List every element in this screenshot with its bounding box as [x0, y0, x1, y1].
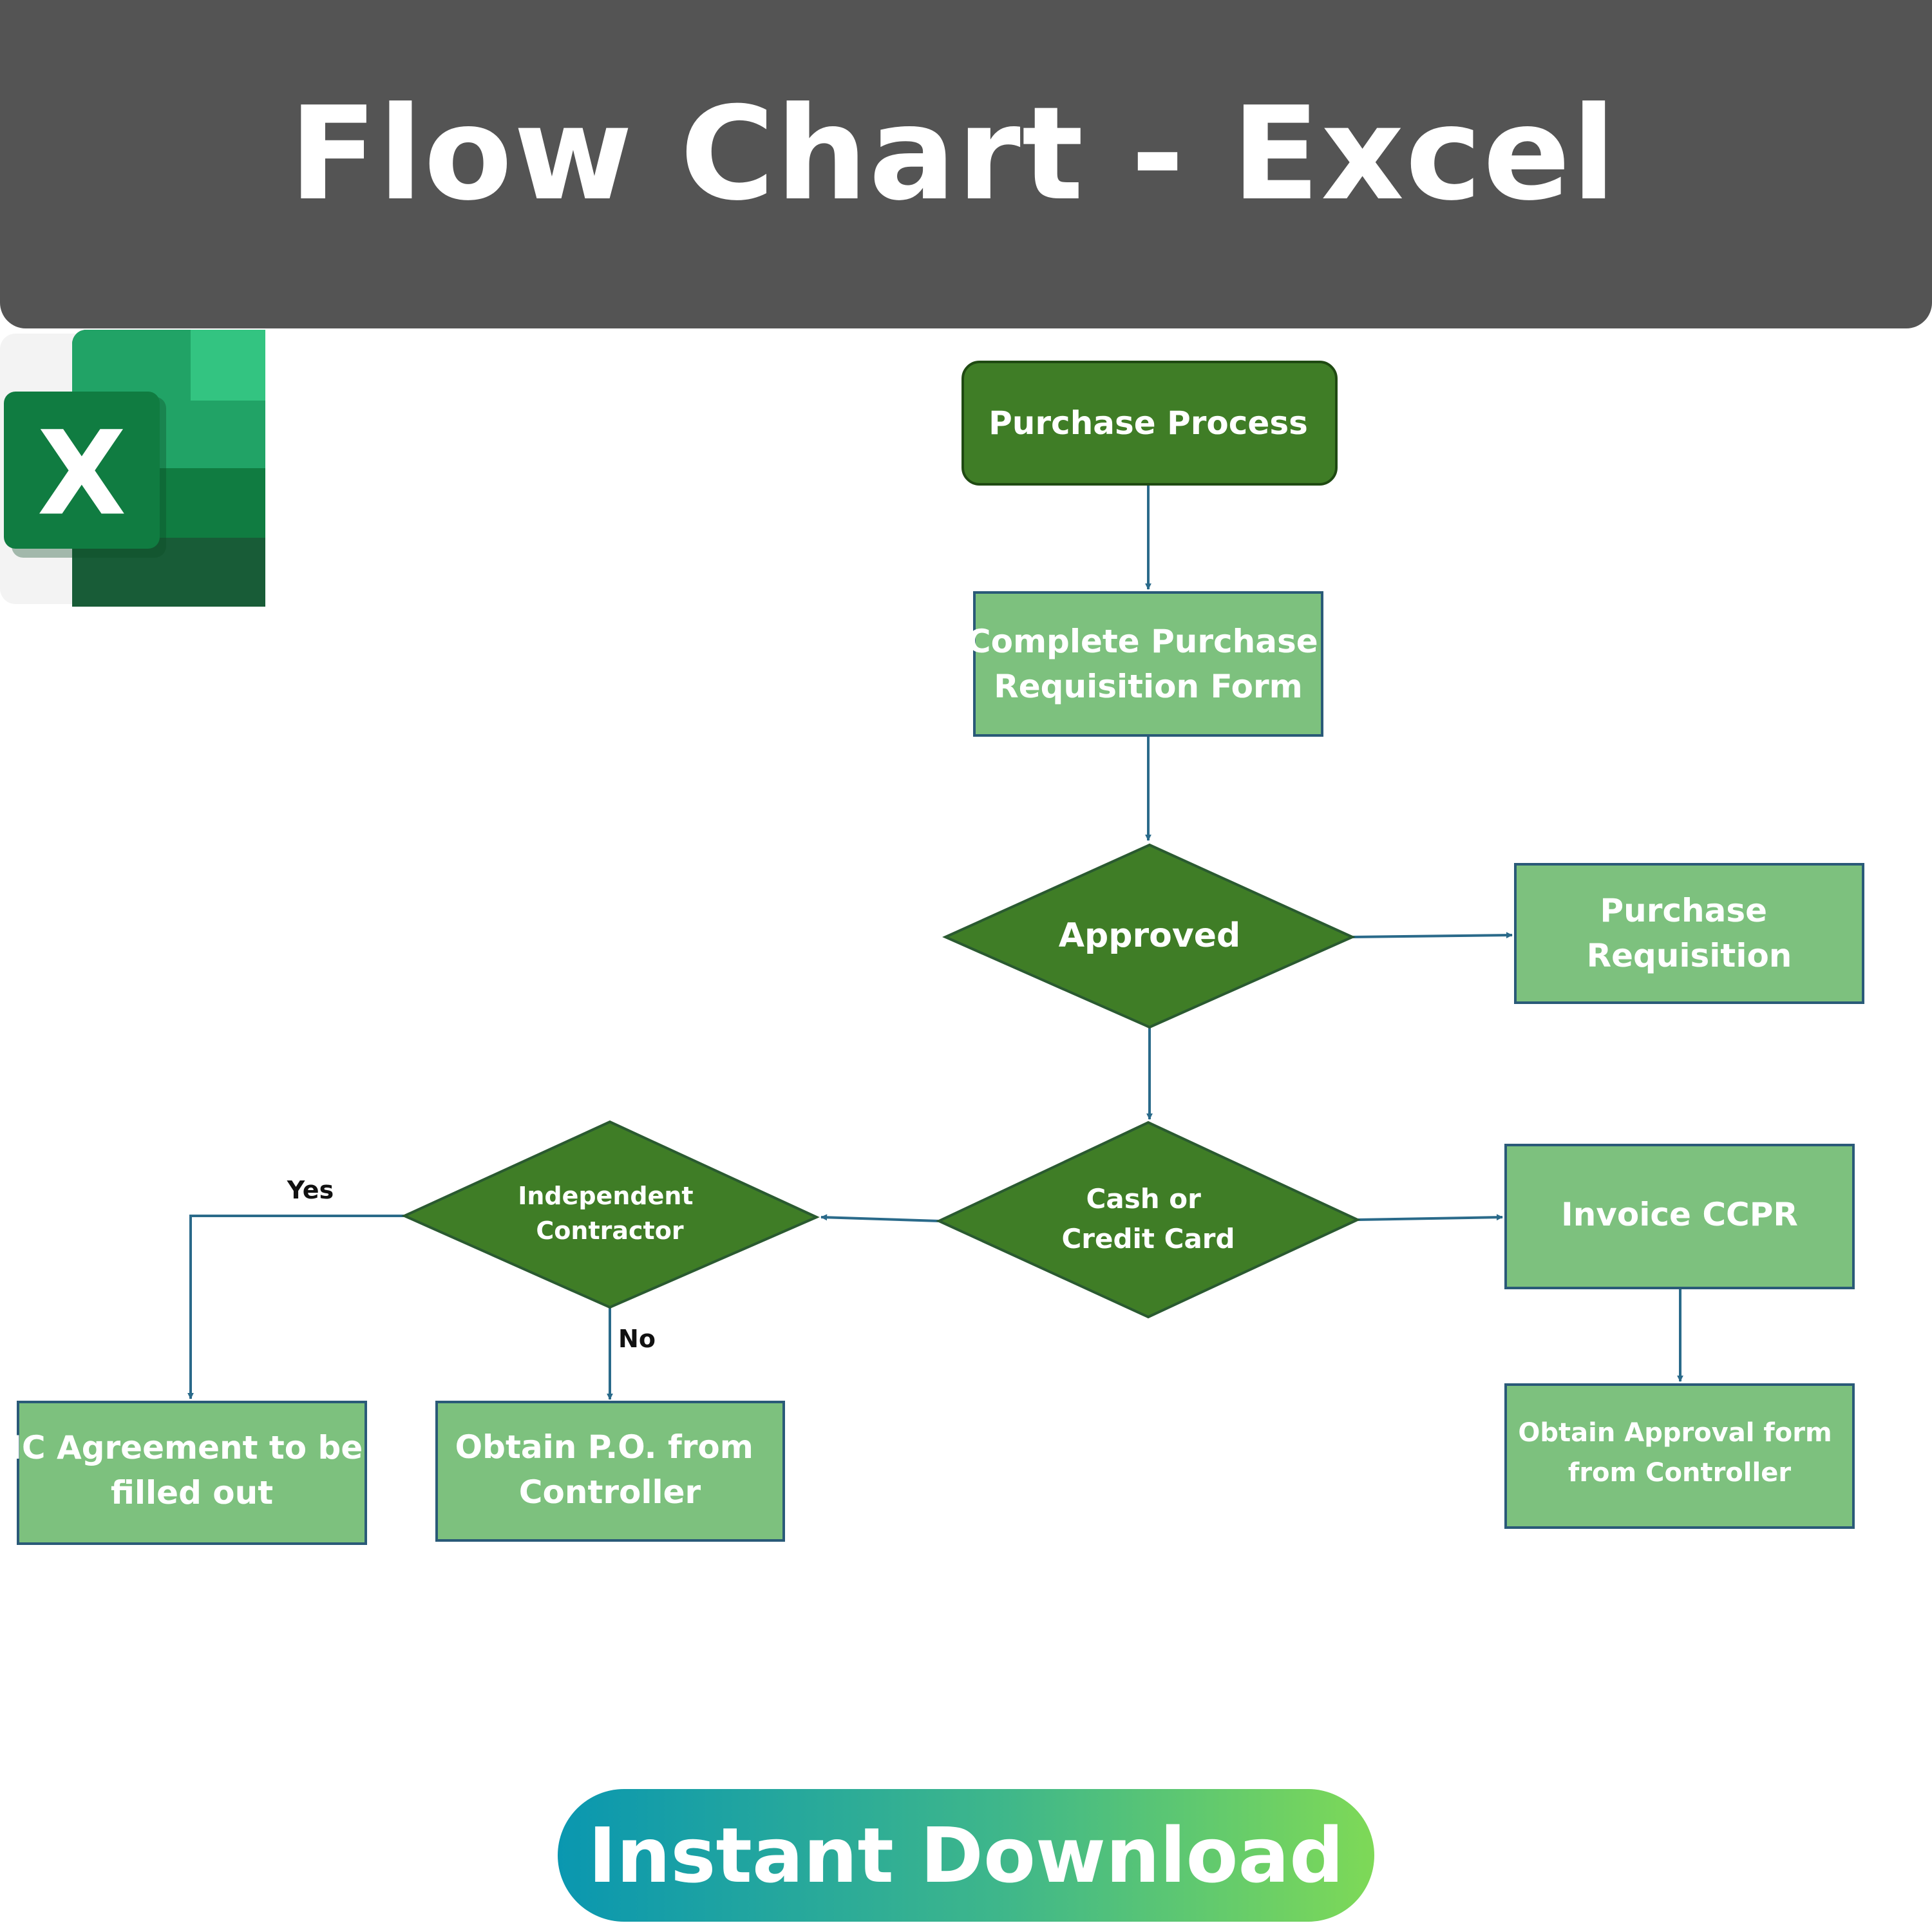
node-approved-decision: Approved [942, 843, 1356, 1029]
edge-cash-to-invoice [1357, 1214, 1503, 1221]
node-label-line: Cash or [1086, 1183, 1202, 1215]
node-label-line: Purchase Process [989, 404, 1308, 442]
svg-text:IC Agreement to be fille: IC Agreement to be filled out [10, 1429, 374, 1511]
svg-text:Obtain P.O. from Control: Obtain P.O. from Controller [455, 1428, 765, 1511]
node-label-line: Obtain Approval form [1518, 1418, 1832, 1448]
svg-text:Complete Purchase Requis: Complete Purchase Requisition Form [967, 623, 1329, 705]
header-banner: Flow Chart - Excel [0, 0, 1932, 328]
node-label-line: Requisition [1587, 937, 1792, 974]
edge-label-no: No [618, 1325, 656, 1353]
edge-label-yes: Yes [287, 1176, 334, 1204]
node-ic-agreement: IC Agreement to be filled out [10, 1401, 374, 1545]
svg-text:Purchase Process: Purchase Process [989, 404, 1308, 442]
node-obtain-approval-form: Obtain Approval form from Controller [1504, 1383, 1855, 1529]
node-obtain-po: Obtain P.O. from Controller [435, 1401, 785, 1542]
node-label-line: Requisition Form [994, 668, 1302, 705]
edge-cash-to-contractor [820, 1214, 940, 1222]
node-label-line: Credit Card [1061, 1223, 1235, 1255]
node-invoice-ccpr: Invoice CCPR [1504, 1144, 1855, 1289]
node-label-line: Contractor [536, 1217, 683, 1245]
svg-text:Cash or Credit Card: Cash or Credit Card [1061, 1183, 1235, 1255]
node-label-line: Obtain P.O. from [455, 1428, 753, 1466]
svg-text:Approved: Approved [1059, 916, 1240, 955]
node-label-line: filled out [111, 1474, 273, 1511]
edge-contractor-to-ic [187, 1215, 404, 1399]
node-cash-or-credit-decision: Cash or Credit Card [936, 1121, 1361, 1319]
node-label-line: Invoice CCPR [1561, 1196, 1798, 1233]
instant-download-button[interactable]: Instant Download [558, 1789, 1374, 1922]
node-label-line: Controller [519, 1473, 701, 1511]
node-label-line: Independent [518, 1182, 693, 1210]
logo-letter: X [37, 407, 127, 542]
node-complete-requisition-form: Complete Purchase Requisition Form [967, 591, 1329, 737]
svg-text:Obtain Approval form fro: Obtain Approval form from Controller [1518, 1418, 1841, 1488]
page-title: Flow Chart - Excel [289, 79, 1617, 229]
svg-text:Invoice CCPR: Invoice CCPR [1561, 1196, 1798, 1233]
node-label-line: from Controller [1568, 1458, 1791, 1488]
node-label-line: Approved [1059, 916, 1240, 955]
edge-approved-to-requisition [1352, 932, 1513, 939]
svg-text:Independent Contractor: Independent Contractor [518, 1182, 702, 1245]
node-purchase-process: Purchase Process [961, 361, 1338, 486]
node-independent-contractor-decision: Independent Contractor [401, 1120, 820, 1309]
logo-tile-front [4, 392, 160, 549]
svg-text:Purchase Requisition: Purchase Requisition [1587, 892, 1792, 974]
excel-logo-icon: X [0, 330, 265, 607]
node-label-line: Complete Purchase [967, 623, 1318, 660]
node-label-line: Purchase [1600, 892, 1768, 929]
node-purchase-requisition: Purchase Requisition [1514, 863, 1864, 1004]
node-label-line: IC Agreement to be [10, 1429, 363, 1466]
